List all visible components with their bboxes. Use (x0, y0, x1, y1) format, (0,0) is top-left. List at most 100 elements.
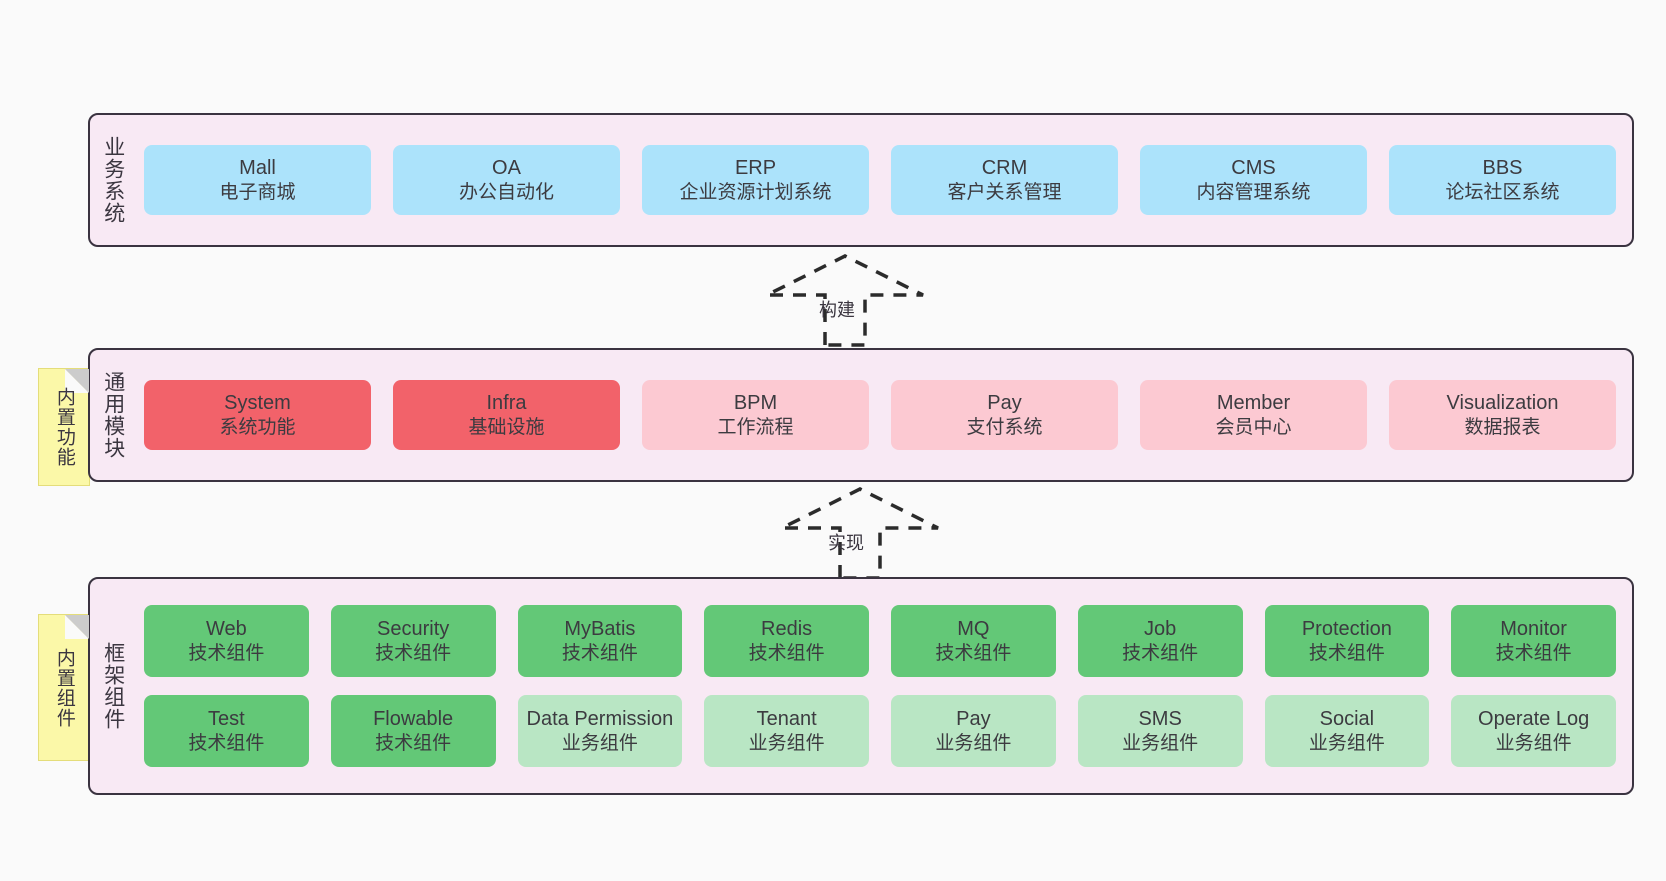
note-text: 内置功能 (53, 387, 75, 467)
card-pay[interactable]: Pay 支付系统 (891, 380, 1118, 450)
card-infra[interactable]: Infra 基础设施 (393, 380, 620, 450)
card-title: ERP (734, 156, 777, 179)
card-test[interactable]: Test 技术组件 (144, 695, 309, 767)
card-title: Pay (956, 707, 991, 730)
card-title: Data Permission (526, 707, 674, 730)
layer-body-frame: Web 技术组件 Security 技术组件 MyBatis 技术组件 Redi… (136, 579, 1632, 793)
card-subtitle: 技术组件 (188, 732, 265, 754)
layer-business-systems: 业务系统 Mall 电子商城 OA 办公自动化 ERP 企业资源计划系统 CRM… (88, 113, 1634, 247)
card-mybatis[interactable]: MyBatis 技术组件 (517, 605, 683, 677)
card-subtitle: 技术组件 (935, 642, 1012, 664)
card-subtitle: 业务组件 (935, 732, 1012, 754)
note-builtin-function: 内置功能 (38, 368, 90, 486)
card-subtitle: 会员中心 (1215, 416, 1292, 438)
card-title: MyBatis (564, 617, 636, 640)
card-bpm[interactable]: BPM 工作流程 (642, 380, 869, 450)
connector-label-implement: 实现 (828, 533, 864, 553)
card-title: Redis (761, 617, 813, 640)
card-bbs[interactable]: BBS 论坛社区系统 (1389, 145, 1616, 215)
card-subtitle: 技术组件 (1122, 642, 1199, 664)
card-protection[interactable]: Protection 技术组件 (1264, 605, 1430, 677)
card-subtitle: 技术组件 (1308, 642, 1385, 664)
card-social[interactable]: Social 业务组件 (1264, 695, 1430, 767)
card-subtitle: 技术组件 (375, 732, 452, 754)
card-system[interactable]: System 系统功能 (144, 380, 371, 450)
card-subtitle: 技术组件 (1495, 642, 1572, 664)
card-subtitle: 业务组件 (748, 732, 825, 754)
card-title: System (224, 391, 291, 414)
dashed-hollow-arrow-up-icon (766, 254, 924, 347)
card-title: Visualization (1446, 391, 1559, 414)
layer-title-frame: 框架组件 (101, 642, 125, 730)
card-title: Test (208, 707, 245, 730)
card-title: MQ (957, 617, 990, 640)
card-title: BBS (1482, 156, 1523, 179)
card-title: Infra (486, 391, 527, 414)
card-job[interactable]: Job 技术组件 (1077, 605, 1243, 677)
card-monitor[interactable]: Monitor 技术组件 (1451, 605, 1616, 677)
connector-build: 构建 (755, 250, 935, 350)
card-subtitle: 工作流程 (717, 416, 794, 438)
card-operate-log[interactable]: Operate Log 业务组件 (1451, 695, 1616, 767)
card-web[interactable]: Web 技术组件 (144, 605, 309, 677)
card-subtitle: 技术组件 (748, 642, 825, 664)
card-member[interactable]: Member 会员中心 (1140, 380, 1367, 450)
card-title: Pay (987, 391, 1022, 414)
card-subtitle: 业务组件 (1308, 732, 1385, 754)
card-title: Flowable (373, 707, 454, 730)
card-subtitle: 技术组件 (188, 642, 265, 664)
card-row: Mall 电子商城 OA 办公自动化 ERP 企业资源计划系统 CRM 客户关系… (144, 145, 1616, 215)
card-cms[interactable]: CMS 内容管理系统 (1140, 145, 1367, 215)
card-title: OA (492, 156, 521, 179)
card-sms[interactable]: SMS 业务组件 (1077, 695, 1243, 767)
card-mq[interactable]: MQ 技术组件 (891, 605, 1056, 677)
card-subtitle: 电子商城 (219, 181, 296, 203)
note-builtin-component: 内置组件 (38, 614, 90, 761)
card-subtitle: 客户关系管理 (947, 181, 1062, 203)
card-title: Member (1216, 391, 1291, 414)
card-subtitle: 系统功能 (219, 416, 296, 438)
connector-label-build: 构建 (819, 300, 855, 320)
card-title: Web (205, 617, 247, 640)
card-subtitle: 业务组件 (561, 732, 638, 754)
card-title: BPM (733, 391, 778, 414)
connector-implement: 实现 (770, 483, 950, 583)
card-title: SMS (1138, 707, 1182, 730)
card-flowable[interactable]: Flowable 技术组件 (330, 695, 496, 767)
layer-body-common: System 系统功能 Infra 基础设施 BPM 工作流程 Pay 支付系统… (136, 350, 1632, 480)
card-tenant[interactable]: Tenant 业务组件 (704, 695, 869, 767)
card-title: Tenant (756, 707, 817, 730)
card-pay-component[interactable]: Pay 业务组件 (891, 695, 1056, 767)
card-subtitle: 数据报表 (1464, 416, 1541, 438)
card-subtitle: 支付系统 (966, 416, 1043, 438)
card-title: Operate Log (1478, 707, 1590, 730)
card-title: Monitor (1500, 617, 1567, 640)
card-title: Social (1319, 707, 1375, 730)
card-row-business: Test 技术组件 Flowable 技术组件 Data Permission … (144, 695, 1616, 767)
card-title: CMS (1231, 156, 1276, 179)
card-subtitle: 基础设施 (468, 416, 545, 438)
layer-framework-components: 框架组件 Web 技术组件 Security 技术组件 MyBatis 技术组件… (88, 577, 1634, 795)
layer-title-business: 业务系统 (101, 136, 125, 224)
card-erp[interactable]: ERP 企业资源计划系统 (642, 145, 869, 215)
card-title: Protection (1301, 617, 1392, 640)
card-security[interactable]: Security 技术组件 (330, 605, 496, 677)
card-mall[interactable]: Mall 电子商城 (144, 145, 371, 215)
card-title: CRM (981, 156, 1028, 179)
card-oa[interactable]: OA 办公自动化 (393, 145, 620, 215)
card-subtitle: 业务组件 (1495, 732, 1572, 754)
card-subtitle: 企业资源计划系统 (679, 181, 832, 203)
card-title: Security (377, 617, 450, 640)
card-title: Mall (239, 156, 276, 179)
card-crm[interactable]: CRM 客户关系管理 (891, 145, 1118, 215)
card-subtitle: 技术组件 (375, 642, 452, 664)
card-subtitle: 办公自动化 (458, 181, 554, 203)
card-redis[interactable]: Redis 技术组件 (704, 605, 869, 677)
card-subtitle: 内容管理系统 (1196, 181, 1311, 203)
card-visualization[interactable]: Visualization 数据报表 (1389, 380, 1616, 450)
dashed-hollow-arrow-up-icon (781, 487, 939, 580)
layer-title-common: 通用模块 (101, 371, 125, 459)
layer-body-business: Mall 电子商城 OA 办公自动化 ERP 企业资源计划系统 CRM 客户关系… (136, 115, 1632, 245)
card-data-permission[interactable]: Data Permission 业务组件 (517, 695, 683, 767)
